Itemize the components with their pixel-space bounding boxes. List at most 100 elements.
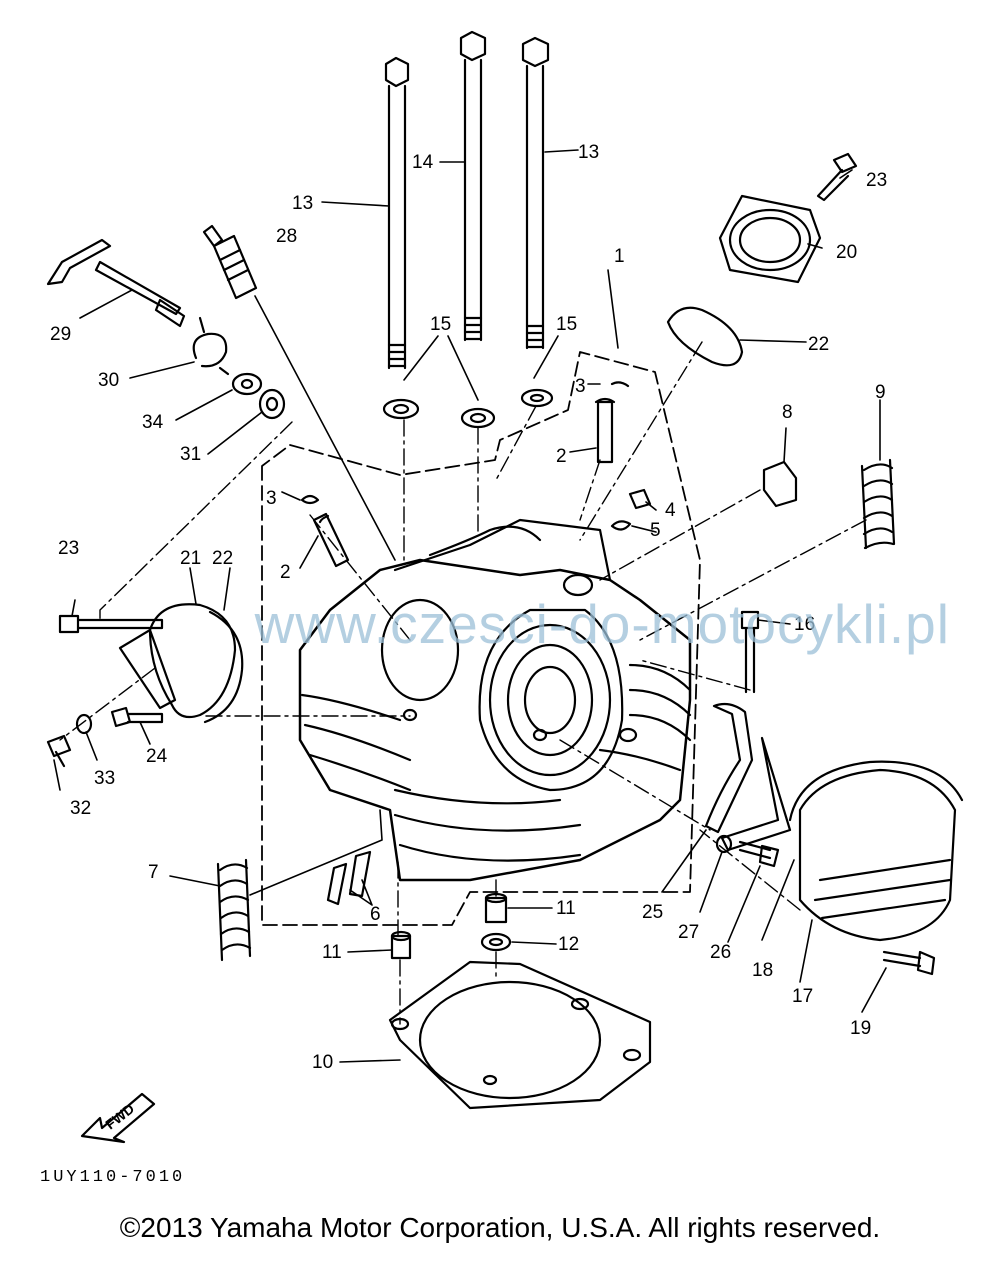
callout-19: 19 — [850, 1018, 871, 1039]
fwd-arrow — [80, 1092, 156, 1144]
callout-5: 5 — [650, 520, 661, 541]
seal-12 — [488, 937, 504, 947]
callout-3: 3 — [575, 376, 586, 397]
bolt-32 — [46, 734, 72, 768]
callout-3: 3 — [266, 488, 277, 509]
callout-33: 33 — [94, 768, 115, 789]
callout-10: 10 — [312, 1052, 333, 1073]
pipe-bracket — [720, 736, 792, 852]
callout-23: 23 — [866, 170, 887, 191]
bolt-23-left — [58, 614, 164, 634]
screw-4 — [628, 488, 652, 510]
seal-12 — [480, 932, 512, 952]
callout-11: 11 — [556, 898, 576, 919]
gasket-22-left — [203, 610, 244, 724]
callout-8: 8 — [782, 402, 793, 423]
callout-6: 6 — [370, 904, 381, 925]
stud-bolt-center — [459, 30, 487, 342]
circlip-right — [610, 381, 630, 388]
spark-plug — [202, 224, 258, 300]
callout-16: 16 — [794, 614, 815, 635]
bolt-23-right — [816, 152, 858, 202]
washer-34 — [240, 378, 254, 390]
o-ring-18 — [788, 760, 964, 822]
callout-26: 26 — [710, 942, 731, 963]
bolt-19 — [882, 950, 936, 976]
callout-18: 18 — [752, 960, 773, 981]
side-cover-21 — [118, 603, 237, 719]
washer-34 — [231, 372, 263, 396]
stud-bolt-right — [521, 36, 550, 350]
cylinder-head — [298, 518, 692, 882]
circlip-left — [300, 494, 320, 505]
washer-5 — [610, 520, 632, 531]
washer — [460, 407, 496, 429]
callout-25: 25 — [642, 902, 663, 923]
coil-spring-9 — [860, 458, 896, 550]
callout-32: 32 — [70, 798, 91, 819]
valve-guide-right — [594, 397, 616, 464]
copyright-notice: ©2013 Yamaha Motor Corporation, U.S.A. A… — [119, 1212, 881, 1243]
callout-24: 24 — [146, 746, 168, 767]
oil-seal-31 — [265, 396, 279, 412]
callout-20: 20 — [836, 242, 857, 263]
callout-15: 15 — [556, 314, 577, 335]
watermark: www.czesci-do-motocykli.pl — [254, 593, 950, 655]
torsion-spring — [192, 316, 230, 376]
head-gasket — [388, 960, 652, 1110]
callout-14: 14 — [412, 152, 434, 173]
bolt-26 — [738, 840, 780, 868]
callout-labels: 1 2 2 3 3 4 5 6 7 8 9 10 11 11 12 13 13 … — [50, 142, 887, 1132]
callout-15: 15 — [430, 314, 451, 335]
dowel-pin — [484, 896, 508, 924]
washer — [382, 398, 420, 420]
leader-lines — [53, 149, 887, 1063]
tappet-cover — [798, 768, 957, 942]
washer-27 — [715, 834, 733, 854]
decompression-shaft — [46, 238, 186, 328]
callout-31: 31 — [180, 444, 201, 465]
callout-12: 12 — [558, 934, 579, 955]
callout-11: 11 — [322, 942, 342, 963]
cap-8 — [762, 460, 798, 508]
assembly-outline — [261, 351, 701, 926]
callout-1: 1 — [614, 246, 625, 267]
washer — [469, 412, 487, 424]
stud-bolt-left — [384, 56, 410, 370]
callout-28: 28 — [276, 226, 297, 247]
callout-7: 7 — [148, 862, 159, 883]
intake-manifold — [718, 194, 822, 284]
callout-2: 2 — [280, 562, 291, 583]
callout-21: 21 — [180, 548, 201, 569]
callout-9: 9 — [875, 382, 886, 403]
callout-27: 27 — [678, 922, 699, 943]
washer — [392, 403, 410, 415]
callout-13: 13 — [292, 193, 313, 214]
callout-22: 22 — [808, 334, 829, 355]
dowel-pin — [390, 930, 412, 942]
callout-34: 34 — [142, 412, 164, 433]
bracket-25 — [704, 702, 754, 834]
figure-code: 1UY110-7010 — [40, 1168, 186, 1187]
coil-spring-7 — [216, 858, 252, 962]
callout-2: 2 — [556, 446, 567, 467]
coil-spring-6b — [348, 850, 372, 898]
callout-13: 13 — [578, 142, 599, 163]
bolt-16 — [740, 610, 760, 694]
callout-30: 30 — [98, 370, 119, 391]
callout-17: 17 — [792, 986, 813, 1007]
callout-4: 4 — [665, 500, 676, 521]
oil-seal-31 — [258, 388, 286, 420]
callout-23: 23 — [58, 538, 79, 559]
gasket-22-right — [666, 306, 744, 367]
bolt-24 — [110, 706, 164, 728]
valve-guide-left — [312, 512, 350, 568]
washer — [520, 388, 554, 408]
alignment-lines — [59, 341, 867, 1025]
callout-29: 29 — [50, 324, 71, 345]
washer — [529, 393, 545, 403]
fwd-label: FWD — [102, 1100, 137, 1132]
callout-22: 22 — [212, 548, 233, 569]
coil-spring-6a — [326, 862, 348, 906]
